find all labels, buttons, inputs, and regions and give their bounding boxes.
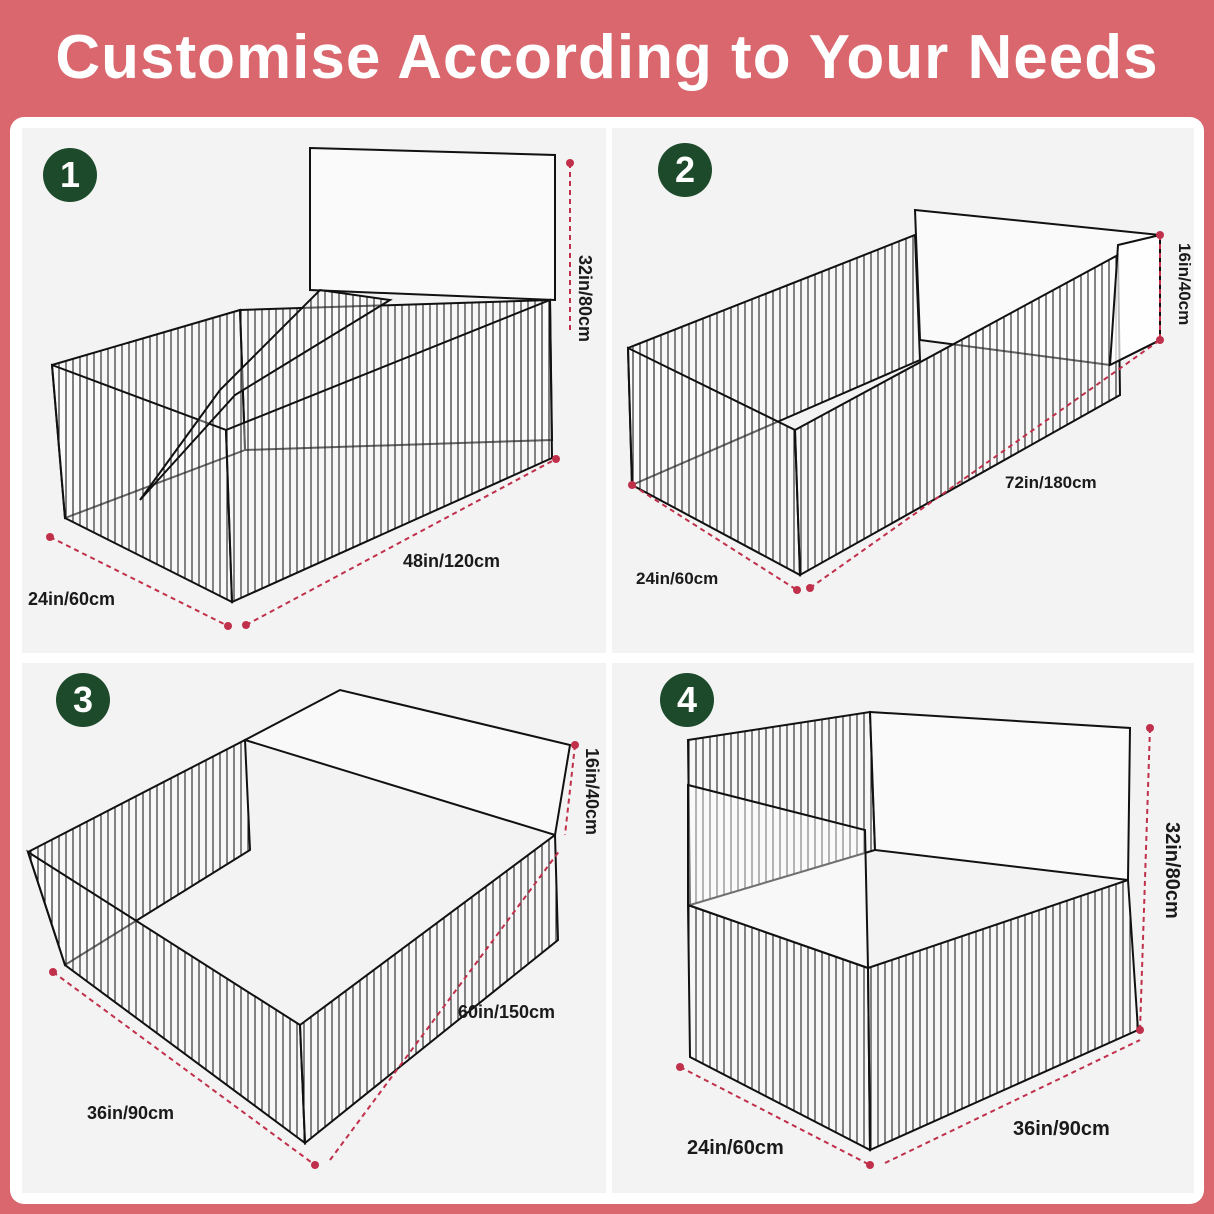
dim-width-2: 24in/60cm <box>636 569 719 588</box>
dimension-endpoints <box>46 159 1164 1169</box>
dim-width-3: 36in/90cm <box>87 1103 175 1123</box>
config-number-2: 2 <box>658 143 712 197</box>
dim-length-4: 36in/90cm <box>1013 1118 1110 1140</box>
dimension-lines <box>49 163 1161 1166</box>
config-number-3: 3 <box>56 673 110 727</box>
cage-config-3 <box>26 688 572 1146</box>
headline: Customise According to Your Needs <box>55 23 1159 92</box>
cage-config-1 <box>50 146 556 604</box>
dim-length-2: 72in/180cm <box>1005 473 1097 492</box>
dim-height-2: 16in/40cm <box>1175 243 1194 326</box>
dim-height-1: 32in/80cm <box>575 255 595 343</box>
dim-width-4: 24in/60cm <box>687 1137 784 1159</box>
dim-length-1: 48in/120cm <box>403 551 501 571</box>
cage-config-4 <box>686 710 1140 1152</box>
dim-length-3: 60in/150cm <box>458 1002 556 1022</box>
dim-height-4: 32in/80cm <box>1161 822 1183 919</box>
dim-height-3: 16in/40cm <box>582 748 602 836</box>
config-number-1: 1 <box>43 148 97 202</box>
cage-config-2 <box>626 208 1161 577</box>
config-number-4: 4 <box>660 673 714 727</box>
dim-width-1: 24in/60cm <box>28 589 116 609</box>
